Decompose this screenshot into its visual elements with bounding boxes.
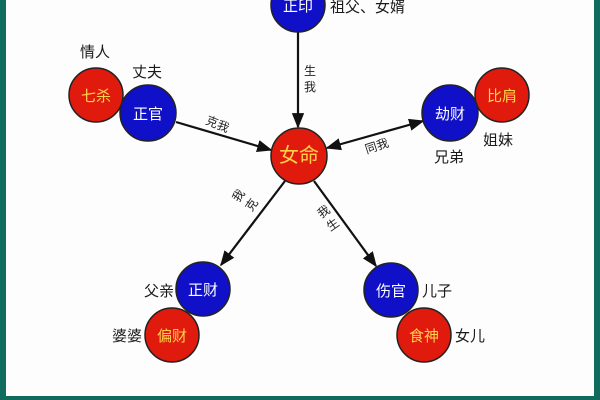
node-circle: [474, 67, 530, 123]
node-shishen: 食神: [396, 307, 452, 363]
node-zhengcai: 正财: [175, 261, 231, 317]
edge-ke-wo: [175, 120, 273, 152]
node-label: 食神: [409, 327, 439, 345]
svg-text:生: 生: [304, 64, 316, 78]
node-qisha: 七杀: [68, 67, 124, 123]
relation-label-piancai: 婆婆: [112, 327, 142, 345]
svg-text:生: 生: [324, 216, 342, 234]
svg-text:克: 克: [243, 196, 261, 214]
svg-text:我: 我: [304, 80, 316, 94]
node-bijian: 比肩: [474, 67, 530, 123]
edge-label-sheng-wo: 生我: [304, 64, 316, 94]
svg-text:同我: 同我: [363, 136, 390, 157]
node-label: 七杀: [81, 87, 111, 105]
edge-wo-sheng: [313, 180, 377, 268]
node-zhengyin: 正印: [270, 0, 326, 33]
node-piancai: 偏财: [144, 307, 200, 363]
node-center: 女命: [270, 127, 328, 185]
relation-label-jiecai: 兄弟: [434, 148, 464, 166]
relation-label-shangguan: 儿子: [422, 282, 452, 300]
node-jiecai: 劫财: [421, 84, 479, 142]
relation-label-shishen: 女儿: [455, 327, 485, 345]
relation-label-zhengcai: 父亲: [144, 282, 174, 300]
edge-label-tong-wo: 同我: [363, 136, 390, 157]
node-circle: [270, 0, 326, 33]
node-circle: [421, 84, 479, 142]
relation-label-zhengyin: 祖父、女婿: [330, 0, 405, 16]
node-shangguan: 伤官: [363, 262, 419, 318]
relation-label-qisha: 情人: [80, 43, 110, 61]
node-circle: [396, 307, 452, 363]
relation-label-zhengguan: 丈夫: [132, 63, 162, 81]
node-circle: [119, 84, 177, 142]
edge-label-wo-ke: 我克: [230, 187, 261, 214]
relation-label-bijian: 姐妹: [483, 131, 513, 149]
node-circle: [270, 127, 328, 185]
node-label: 劫财: [435, 105, 465, 123]
node-label: 比肩: [487, 87, 517, 105]
node-circle: [363, 262, 419, 318]
diagram-frame: [6, 0, 594, 396]
node-zhengguan: 正官: [119, 84, 177, 142]
edge-tong-wo: [325, 118, 425, 151]
node-label: 正财: [188, 281, 218, 299]
edge-wo-ke: [220, 180, 286, 267]
node-label: 女命: [279, 143, 319, 167]
edge-label-wo-sheng: 我生: [315, 203, 342, 234]
node-circle: [68, 67, 124, 123]
node-label: 正印: [283, 0, 313, 15]
node-label: 伤官: [376, 282, 406, 300]
node-circle: [144, 307, 200, 363]
node-circle: [175, 261, 231, 317]
node-label: 偏财: [157, 327, 187, 345]
node-label: 正官: [133, 105, 163, 123]
